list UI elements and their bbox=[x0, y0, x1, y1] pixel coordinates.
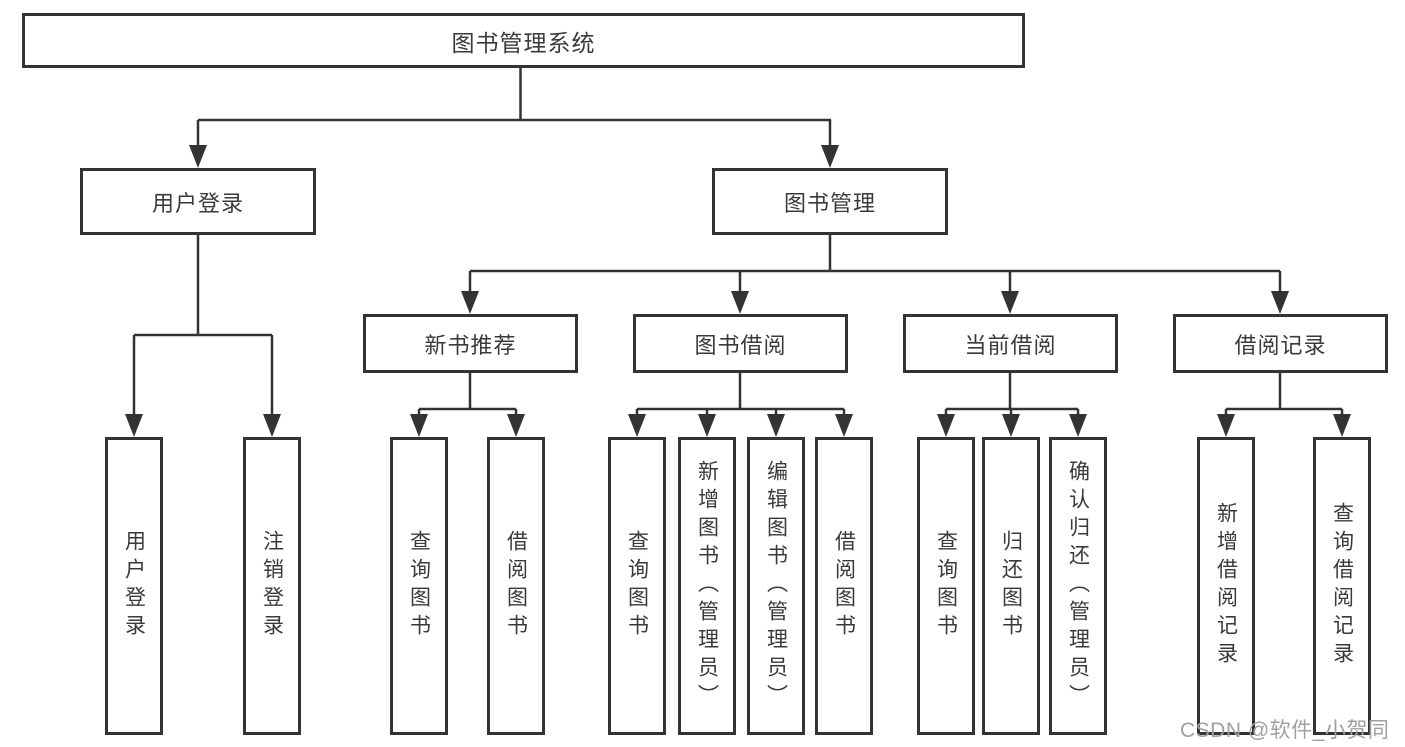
node-leaf-query-books-borrow: 查询图书 bbox=[608, 437, 666, 735]
node-leaf-borrow-books-label: 借阅图书 bbox=[832, 530, 856, 642]
node-book-borrow-label: 图书借阅 bbox=[694, 332, 787, 358]
node-leaf-user-login-label: 用户登录 bbox=[122, 530, 146, 642]
node-leaf-logout: 注销登录 bbox=[243, 437, 301, 735]
node-leaf-confirm-return-admin-label: 确认归还（管理员） bbox=[1066, 460, 1090, 712]
connector-current-to-leaves bbox=[937, 373, 1087, 437]
node-user-login-label: 用户登录 bbox=[151, 190, 244, 216]
node-leaf-borrow-books-recommend: 借阅图书 bbox=[487, 437, 545, 735]
node-leaf-confirm-return-admin: 确认归还（管理员） bbox=[1049, 437, 1107, 735]
node-current-borrow: 当前借阅 bbox=[903, 314, 1118, 373]
node-book-borrow: 图书借阅 bbox=[633, 314, 848, 373]
node-leaf-query-books-recommend: 查询图书 bbox=[390, 437, 448, 735]
node-leaf-query-borrow-record: 查询借阅记录 bbox=[1313, 437, 1371, 735]
node-leaf-edit-book-admin: 编辑图书（管理员） bbox=[747, 437, 805, 735]
node-system-root-label: 图书管理系统 bbox=[451, 29, 596, 56]
node-leaf-edit-book-admin-label: 编辑图书（管理员） bbox=[764, 460, 788, 712]
node-book-management-label: 图书管理 bbox=[783, 190, 876, 216]
csdn-watermark: CSDN @软件_小贺同学 bbox=[1180, 719, 1390, 742]
node-leaf-query-books-current: 查询图书 bbox=[917, 437, 975, 735]
node-new-book-recommend-label: 新书推荐 bbox=[424, 332, 517, 358]
node-leaf-borrow-books: 借阅图书 bbox=[815, 437, 873, 735]
node-leaf-add-book-admin: 新增图书（管理员） bbox=[678, 437, 736, 735]
node-user-login: 用户登录 bbox=[80, 168, 316, 235]
node-borrow-records-label: 借阅记录 bbox=[1234, 332, 1327, 358]
connector-user-login-to-leaves bbox=[125, 235, 281, 437]
node-leaf-return-book: 归还图书 bbox=[982, 437, 1040, 735]
node-book-management: 图书管理 bbox=[712, 168, 948, 235]
node-current-borrow-label: 当前借阅 bbox=[964, 332, 1057, 358]
node-leaf-query-books-current-label: 查询图书 bbox=[934, 530, 958, 642]
node-new-book-recommend: 新书推荐 bbox=[363, 314, 578, 373]
node-system-root: 图书管理系统 bbox=[22, 13, 1025, 68]
node-leaf-query-books-borrow-label: 查询图书 bbox=[625, 530, 649, 642]
node-leaf-add-book-admin-label: 新增图书（管理员） bbox=[695, 460, 719, 712]
connector-recommend-to-leaves bbox=[410, 373, 525, 437]
connector-borrow-to-leaves bbox=[628, 373, 853, 437]
node-leaf-query-books-recommend-label: 查询图书 bbox=[407, 530, 431, 642]
node-leaf-query-borrow-record-label: 查询借阅记录 bbox=[1330, 502, 1354, 670]
connector-book-mgmt-to-sections bbox=[461, 235, 1289, 314]
node-leaf-return-book-label: 归还图书 bbox=[999, 530, 1023, 642]
node-leaf-add-borrow-record-label: 新增借阅记录 bbox=[1214, 502, 1238, 670]
node-borrow-records: 借阅记录 bbox=[1173, 314, 1388, 373]
node-leaf-add-borrow-record: 新增借阅记录 bbox=[1197, 437, 1255, 735]
connector-root-to-branches bbox=[189, 68, 839, 168]
connector-records-to-leaves bbox=[1217, 373, 1351, 437]
node-leaf-logout-label: 注销登录 bbox=[260, 530, 284, 642]
node-leaf-user-login: 用户登录 bbox=[105, 437, 163, 735]
node-leaf-borrow-books-recommend-label: 借阅图书 bbox=[504, 530, 528, 642]
